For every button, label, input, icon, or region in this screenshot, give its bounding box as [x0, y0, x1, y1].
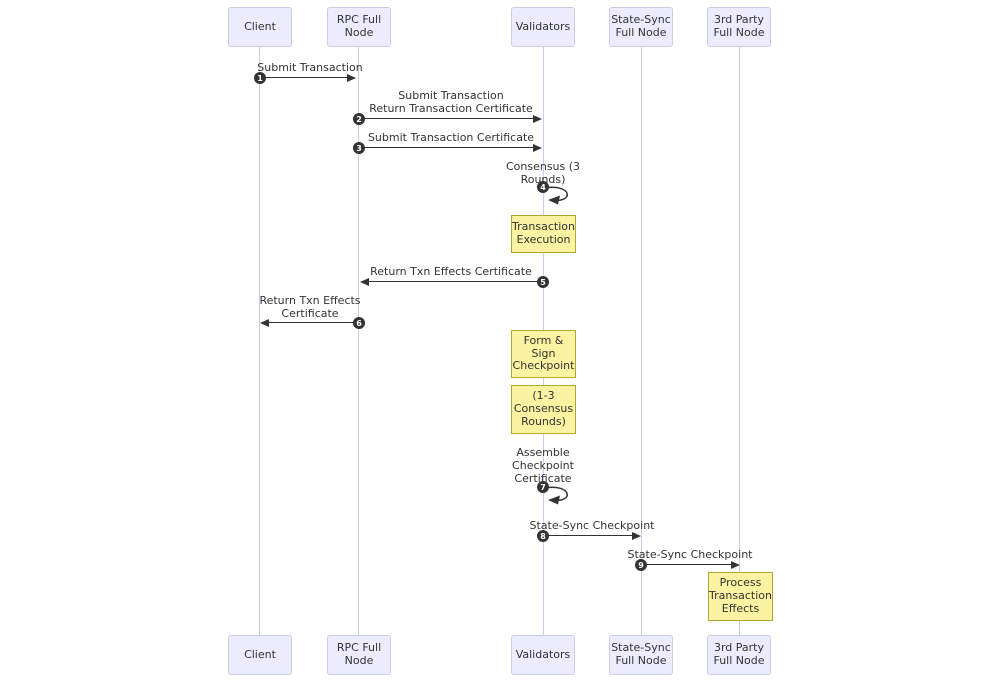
actor-top-validators: Validators: [511, 7, 575, 47]
message-label-1: Submit Transaction: [257, 61, 363, 74]
message-label-9: State-Sync Checkpoint: [627, 548, 753, 561]
seq-badge-6: 6: [353, 317, 365, 329]
seq-badge-4: 4: [537, 181, 549, 193]
actor-top-3rd-party-full-node: 3rd Party Full Node: [707, 7, 771, 47]
message-arrow-8: [543, 531, 641, 540]
actor-bottom-rpc-full-node: RPC Full Node: [327, 635, 391, 675]
lifeline-client: [259, 47, 260, 635]
arrowhead-right-icon: [533, 114, 542, 123]
actor-bottom-validators: Validators: [511, 635, 575, 675]
arrowhead-left-icon: [360, 277, 369, 286]
note-transaction-execution: Transaction Execution: [511, 215, 576, 253]
arrowhead-right-icon: [347, 73, 356, 82]
message-label-8: State-Sync Checkpoint: [529, 519, 655, 532]
seq-badge-5: 5: [537, 276, 549, 288]
seq-badge-8: 8: [537, 530, 549, 542]
self-loop-arrow: [542, 186, 568, 205]
lifeline-rpc-full-node: [358, 47, 359, 635]
lifeline-state-sync-full-node: [641, 47, 642, 635]
message-arrow-3: [359, 143, 542, 152]
message-arrow-6: [260, 318, 359, 327]
self-loop-arrow: [542, 486, 568, 505]
message-arrow-2: [359, 114, 542, 123]
actor-top-state-sync-full-node: State-Sync Full Node: [609, 7, 673, 47]
actor-top-client: Client: [228, 7, 292, 47]
message-label-3: Submit Transaction Certificate: [367, 131, 535, 144]
actor-top-rpc-full-node: RPC Full Node: [327, 7, 391, 47]
seq-badge-3: 3: [353, 142, 365, 154]
arrowhead-right-icon: [533, 143, 542, 152]
message-label-4: Consensus (3 Rounds): [505, 160, 581, 187]
note-consensus-rounds: (1-3 Consensus Rounds): [511, 385, 576, 434]
message-label-2: Submit Transaction Return Transaction Ce…: [369, 89, 533, 116]
message-label-6: Return Txn Effects Certificate: [259, 294, 361, 321]
seq-badge-9: 9: [635, 559, 647, 571]
actor-bottom-3rd-party-full-node: 3rd Party Full Node: [707, 635, 771, 675]
message-arrow-1: [260, 73, 356, 82]
seq-badge-2: 2: [353, 113, 365, 125]
arrowhead-left-icon: [260, 318, 269, 327]
message-arrow-9: [641, 560, 740, 569]
actor-bottom-client: Client: [228, 635, 292, 675]
note-form-sign-checkpoint: Form & Sign Checkpoint: [511, 330, 576, 378]
note-process-transaction-effects: Process Transaction Effects: [708, 572, 773, 621]
actor-bottom-state-sync-full-node: State-Sync Full Node: [609, 635, 673, 675]
seq-badge-7: 7: [537, 481, 549, 493]
seq-badge-1: 1: [254, 72, 266, 84]
message-label-5: Return Txn Effects Certificate: [370, 265, 532, 278]
arrowhead-right-icon: [632, 531, 641, 540]
message-arrow-5: [360, 277, 543, 286]
lifeline-3rd-party-full-node: [739, 47, 740, 635]
message-label-7: Assemble Checkpoint Certificate: [512, 446, 574, 486]
arrowhead-right-icon: [731, 560, 740, 569]
